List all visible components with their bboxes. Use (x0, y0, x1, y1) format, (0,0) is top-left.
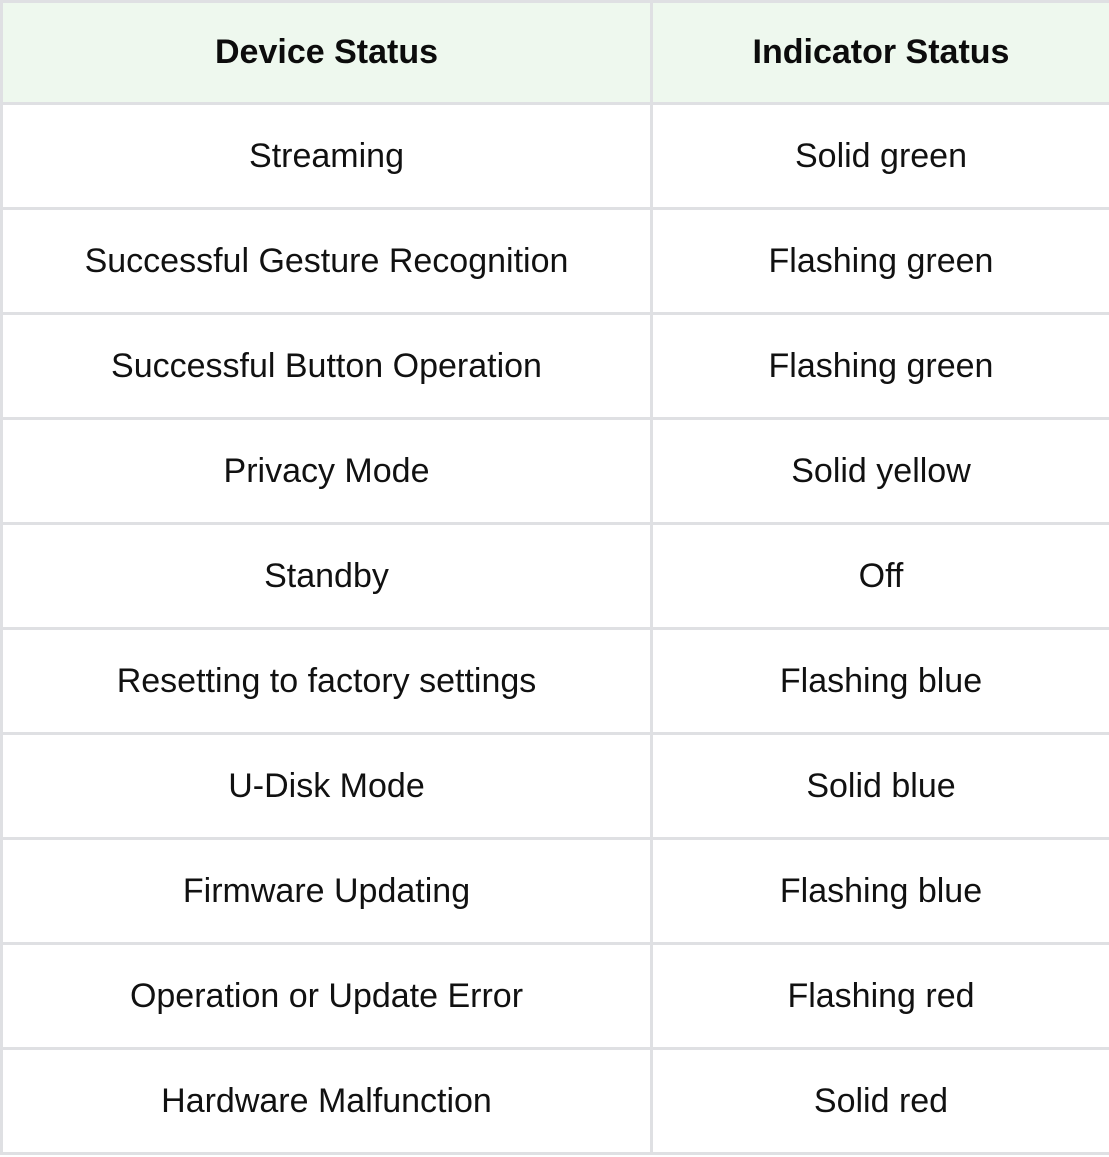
device-status-cell: Standby (0, 522, 653, 630)
table-row: Successful Button Operation Flashing gre… (0, 312, 1109, 420)
table-row: Standby Off (0, 522, 1109, 630)
device-status-cell: Streaming (0, 102, 653, 210)
indicator-status-cell: Solid yellow (650, 417, 1109, 525)
device-status-cell: Successful Button Operation (0, 312, 653, 420)
device-status-cell: U-Disk Mode (0, 732, 653, 840)
table-row: Firmware Updating Flashing blue (0, 837, 1109, 945)
device-status-cell: Resetting to factory settings (0, 627, 653, 735)
indicator-status-cell: Flashing green (650, 312, 1109, 420)
indicator-status-cell: Flashing blue (650, 837, 1109, 945)
indicator-status-cell: Flashing green (650, 207, 1109, 315)
table-header-row: Device Status Indicator Status (0, 0, 1109, 105)
device-status-cell: Successful Gesture Recognition (0, 207, 653, 315)
device-status-cell: Operation or Update Error (0, 942, 653, 1050)
table-row: Privacy Mode Solid yellow (0, 417, 1109, 525)
header-indicator-status: Indicator Status (650, 0, 1109, 105)
device-status-cell: Privacy Mode (0, 417, 653, 525)
indicator-status-cell: Off (650, 522, 1109, 630)
header-device-status: Device Status (0, 0, 653, 105)
table-row: Streaming Solid green (0, 102, 1109, 210)
device-status-cell: Firmware Updating (0, 837, 653, 945)
table-row: Operation or Update Error Flashing red (0, 942, 1109, 1050)
indicator-status-cell: Solid green (650, 102, 1109, 210)
table-row: Resetting to factory settings Flashing b… (0, 627, 1109, 735)
device-status-cell: Hardware Malfunction (0, 1047, 653, 1155)
indicator-status-cell: Flashing blue (650, 627, 1109, 735)
indicator-status-cell: Solid blue (650, 732, 1109, 840)
table-row: Hardware Malfunction Solid red (0, 1047, 1109, 1155)
indicator-status-cell: Flashing red (650, 942, 1109, 1050)
table-row: U-Disk Mode Solid blue (0, 732, 1109, 840)
indicator-status-cell: Solid red (650, 1047, 1109, 1155)
table-row: Successful Gesture Recognition Flashing … (0, 207, 1109, 315)
